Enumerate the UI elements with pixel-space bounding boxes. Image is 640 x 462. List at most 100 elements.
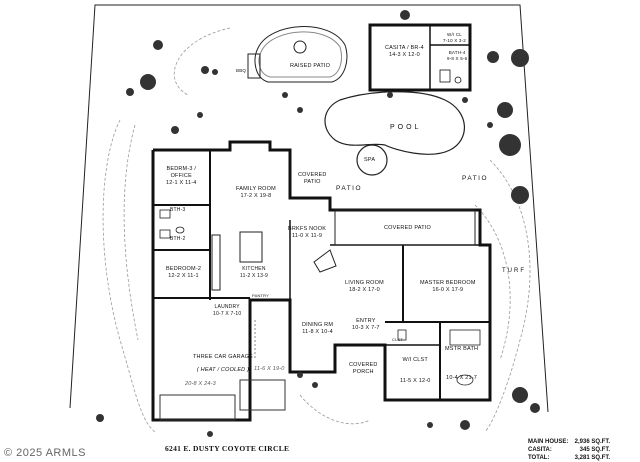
covered-porch-name2: PORCH xyxy=(352,369,374,375)
covered-patio-2-name: COVERED PATIO xyxy=(384,225,432,231)
bedroom3-label: BEDRM-3 / OFFICE 12-1 X 11-4 xyxy=(166,166,197,187)
bath-fixtures xyxy=(159,209,481,386)
sqft-total-row: TOTAL: 3,281 SQ.FT. xyxy=(528,454,610,462)
spa-label: SPA xyxy=(364,157,375,164)
pantry-name: PANTRY xyxy=(252,293,270,298)
casita-building xyxy=(368,23,472,92)
covered-patio-1-label: COVERED PATIO xyxy=(298,172,327,186)
copyright-watermark: © 2025 ARMLS xyxy=(4,447,86,459)
living-room-name: LIVING ROOM xyxy=(345,280,384,286)
casita-name: CASITA / BR-4 xyxy=(385,45,424,51)
bath3-label: BTH-3 xyxy=(170,207,185,214)
mstr-bath-dims: 10-4 X 21-7 xyxy=(446,375,478,381)
entry-name: ENTRY xyxy=(356,318,376,324)
patio-label-2: PATIO xyxy=(462,175,488,182)
bbq-label: BBQ xyxy=(236,67,246,74)
wi-closet-label: W/I CLST 11-5 X 12-0 xyxy=(400,357,431,385)
garage-note: ( HEAT / COOLED ) xyxy=(196,367,250,373)
bedroom3-name: BEDRM-3 / xyxy=(166,166,197,172)
casita-closet-dims: 7-10 X 3-2 xyxy=(443,38,467,43)
bath4-dims: 9-8 X 5-6 xyxy=(447,56,468,61)
bath2-label: BTH-2 xyxy=(170,236,185,243)
garage-dims-b-text: 20-8 X 24-3 xyxy=(185,381,216,387)
casita-label: CASITA / BR-4 14-3 X 12-0 xyxy=(385,45,424,59)
bedroom3-name2: OFFICE xyxy=(170,173,192,179)
raised-patio-label: RAISED PATIO xyxy=(290,63,330,70)
turf-label: TURF xyxy=(502,268,526,275)
sqft-casita-label: CASITA: xyxy=(528,447,552,453)
bedroom2-dims: 12-2 X 11-1 xyxy=(168,273,199,279)
family-room-name: FAMILY ROOM xyxy=(236,186,276,192)
turf-text: TURF xyxy=(502,268,526,274)
laundry-label: LAUNDRY 10-7 X 7-10 xyxy=(213,304,241,318)
entry-dims: 10-3 X 7-7 xyxy=(352,325,380,331)
bedroom2-name: BEDROOM-2 xyxy=(166,266,202,272)
family-room-label: FAMILY ROOM 17-2 X 19-8 xyxy=(236,186,276,200)
bbq-name: BBQ xyxy=(236,68,247,73)
mstr-bath-name: MSTR BATH xyxy=(445,346,479,352)
casita-closet-label: W/I CL 7-10 X 3-2 xyxy=(443,32,466,44)
kitchen-dims: 11-2 X 13-9 xyxy=(240,273,268,279)
living-room-dims: 18-2 X 17-0 xyxy=(348,287,380,293)
pool xyxy=(324,91,465,155)
kitchen-name: KITCHEN xyxy=(242,266,266,272)
covered-patio-outline xyxy=(313,209,476,273)
property-address: 6241 E. DUSTY COYOTE CIRCLE xyxy=(165,444,290,453)
bbq-counter xyxy=(247,53,261,79)
raised-patio xyxy=(254,26,348,83)
covered-porch-name: COVERED xyxy=(349,362,378,368)
entry-label: ENTRY 10-3 X 7-7 xyxy=(352,318,380,332)
family-room-dims: 17-2 X 19-8 xyxy=(240,193,272,199)
brkfs-nook-name: BRKFS NOOK xyxy=(288,226,327,232)
closet-name: CLST xyxy=(392,337,404,342)
covered-porch-label: COVERED PORCH xyxy=(349,362,378,376)
laundry-dims: 10-7 X 7-10 xyxy=(213,311,242,317)
garage-details xyxy=(159,320,286,421)
covered-patio-2-label: COVERED PATIO xyxy=(384,225,431,232)
sqft-main-value: 2,936 SQ.FT. xyxy=(574,439,610,445)
bath4-label: BATH-4 9-8 X 5-6 xyxy=(447,50,467,62)
master-bedroom-name: MASTER BEDROOM xyxy=(420,280,476,286)
casita-closet-name: W/I CL xyxy=(447,32,462,37)
garage-dims-a-text: 11-6 X 19-0 xyxy=(254,366,285,372)
living-room-label: LIVING ROOM 18-2 X 17-0 xyxy=(345,280,384,294)
spa-text: SPA xyxy=(364,157,376,163)
square-footage-table: MAIN HOUSE: 2,936 SQ.FT. CASITA: 345 SQ.… xyxy=(528,438,610,462)
spa xyxy=(356,144,388,176)
main-house-walls xyxy=(151,140,492,422)
sqft-main-label: MAIN HOUSE: xyxy=(528,439,569,445)
wi-closet-name: W/I CLST xyxy=(402,357,428,363)
sqft-casita-row: CASITA: 345 SQ.FT. xyxy=(528,446,610,454)
wi-closet-dims: 11-5 X 12-0 xyxy=(400,378,431,384)
brkfs-nook-dims: 11-0 X 11-9 xyxy=(291,233,323,239)
covered-patio-1-name2: PATIO xyxy=(303,179,321,185)
kitchen-label: KITCHEN 11-2 X 13-9 xyxy=(240,266,268,280)
dining-rm-dims: 11-8 X 10-4 xyxy=(302,329,333,335)
pantry-label: PANTRY xyxy=(252,292,269,299)
patio-text-1: PATIO xyxy=(336,185,363,192)
garage-name: THREE CAR GARAGE xyxy=(193,354,254,360)
sqft-total-value: 3,281 SQ.FT. xyxy=(574,455,610,461)
laundry-name: LAUNDRY xyxy=(214,304,240,310)
bedroom2-label: BEDROOM-2 12-2 X 11-1 xyxy=(166,266,201,280)
bath4-name: BATH-4 xyxy=(448,50,466,55)
sqft-casita-value: 345 SQ.FT. xyxy=(579,447,610,453)
pool-text: POOL xyxy=(390,124,422,131)
patio-label-1: PATIO xyxy=(336,185,362,192)
dining-rm-name: DINING RM xyxy=(302,322,334,328)
raised-patio-name: RAISED PATIO xyxy=(290,63,331,69)
garage-label: THREE CAR GARAGE ( HEAT / COOLED ) xyxy=(193,354,253,374)
garage-dims-a: 11-6 X 19-0 xyxy=(254,366,285,373)
bath3-name: BTH-3 xyxy=(170,207,186,213)
sqft-total-label: TOTAL: xyxy=(528,455,550,461)
landscape-shrubs xyxy=(96,10,540,437)
brkfs-nook-label: BRKFS NOOK 11-0 X 11-9 xyxy=(288,226,326,240)
master-bedroom-label: MASTER BEDROOM 16-0 X 17-9 xyxy=(420,280,476,294)
covered-patio-1-name: COVERED xyxy=(298,172,327,178)
dining-rm-label: DINING RM 11-8 X 10-4 xyxy=(302,322,333,336)
mstr-bath-label: MSTR BATH 10-4 X 21-7 xyxy=(445,346,478,382)
sqft-main-row: MAIN HOUSE: 2,936 SQ.FT. xyxy=(528,438,610,446)
closet-label: CLST xyxy=(392,336,403,343)
bath2-name: BTH-2 xyxy=(170,236,186,242)
